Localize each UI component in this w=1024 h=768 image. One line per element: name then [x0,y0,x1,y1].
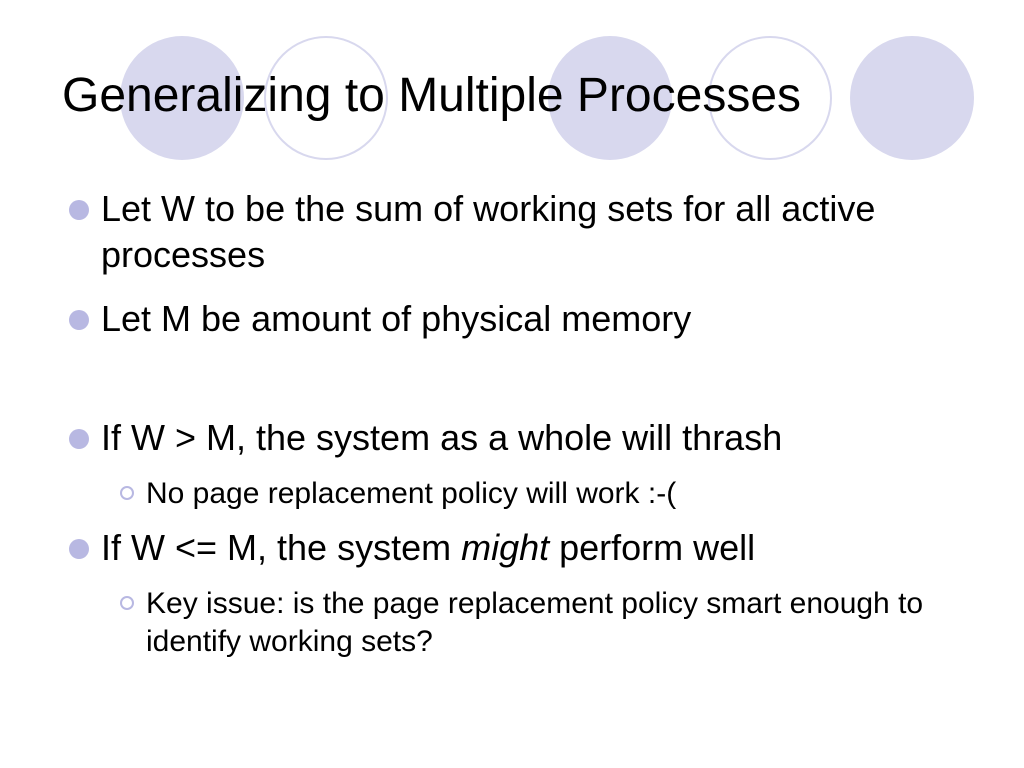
bullet-text-emphasis: might [461,527,550,568]
bullet-filled-circle-icon [69,200,89,220]
decorative-circle-filled [120,36,244,160]
bullet-item: If W <= M, the system might perform well [69,525,981,571]
bullet-text: If W > M, the system as a whole will thr… [101,417,783,458]
decorative-circle-filled [850,36,974,160]
bullet-item: If W > M, the system as a whole will thr… [69,415,981,461]
slide-title: Generalizing to Multiple Processes [62,69,802,122]
sub-bullet-item: Key issue: is the page replacement polic… [120,585,976,661]
bullet-text-before: If W <= M, the system [101,527,462,568]
bullet-filled-circle-icon [69,539,89,559]
bullet-filled-circle-icon [69,310,89,330]
decorative-circle-filled [548,36,672,160]
bullet-text: Let W to be the sum of working sets for … [101,188,876,275]
bullet-hollow-circle-icon [120,486,134,500]
sub-bullet-text: No page replacement policy will work :-( [146,477,677,510]
sub-bullet-text: Key issue: is the page replacement polic… [146,587,924,658]
sub-bullet-item: No page replacement policy will work :-( [120,475,976,513]
bullet-item: Let M be amount of physical memory [69,296,981,342]
bullet-text: Let M be amount of physical memory [101,298,692,339]
decorative-circle-outline [708,36,832,160]
bullet-item: Let W to be the sum of working sets for … [69,186,981,278]
decorative-circle-outline [264,36,388,160]
bullet-filled-circle-icon [69,429,89,449]
bullet-hollow-circle-icon [120,596,134,610]
bullet-text-after: perform well [549,527,756,568]
